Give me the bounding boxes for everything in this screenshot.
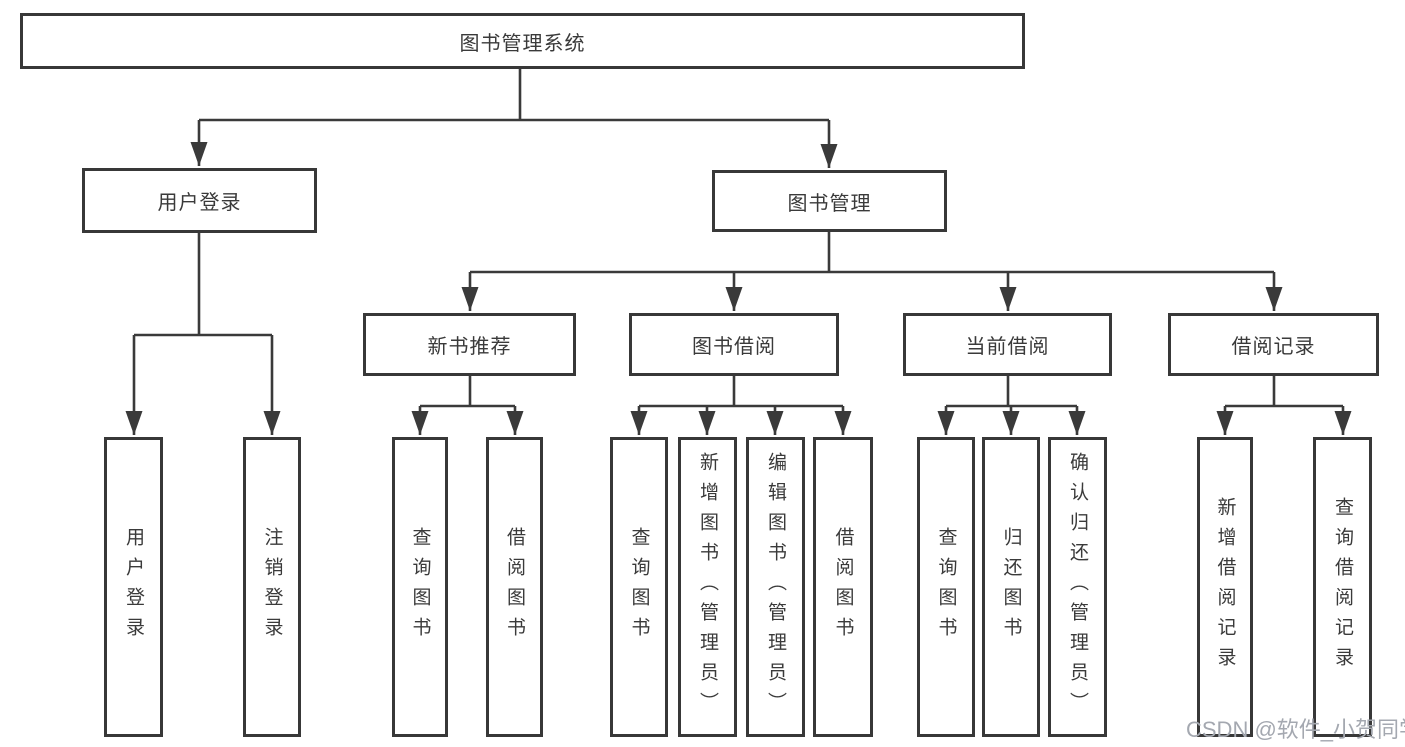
leaf-label: 编辑图书（管理员） — [765, 452, 786, 722]
node-user-login: 用户登录 — [82, 168, 317, 233]
leaf-label: 查询图书 — [628, 527, 650, 647]
node-label: 图书借阅 — [692, 336, 776, 358]
leaf-logout: 注销登录 — [243, 437, 301, 737]
leaf-label: 新增图书（管理员） — [697, 452, 718, 722]
node-label: 新书推荐 — [427, 336, 512, 358]
node-label: 当前借阅 — [965, 336, 1050, 358]
leaf-label: 用户登录 — [123, 527, 144, 647]
leaf-borrow-books: 借阅图书 — [813, 437, 873, 737]
leaf-query-books-current: 查询图书 — [917, 437, 975, 737]
leaf-confirm-return-admin: 确认归还（管理员） — [1048, 437, 1107, 737]
leaf-borrow-books-recommend: 借阅图书 — [486, 437, 543, 737]
leaf-add-books-admin: 新增图书（管理员） — [678, 437, 737, 737]
leaf-label: 查询图书 — [409, 527, 431, 647]
leaf-label: 注销登录 — [261, 527, 283, 647]
node-borrow-records: 借阅记录 — [1168, 313, 1379, 376]
node-label: 图书管理系统 — [459, 32, 586, 55]
node-book-borrow: 图书借阅 — [629, 313, 839, 376]
leaf-query-books-borrow: 查询图书 — [610, 437, 668, 737]
node-label: 图书管理 — [787, 192, 872, 215]
leaf-label: 借阅图书 — [832, 527, 854, 647]
leaf-return-books: 归还图书 — [982, 437, 1040, 737]
leaf-label: 归还图书 — [1000, 527, 1022, 647]
node-label: 用户登录 — [157, 192, 242, 214]
node-new-book-recommend: 新书推荐 — [363, 313, 576, 376]
leaf-user-login: 用户登录 — [104, 437, 163, 737]
csdn-watermark: CSDN @软件_小贺同学 — [1186, 717, 1405, 742]
leaf-add-borrow-record: 新增借阅记录 — [1197, 437, 1253, 737]
leaf-query-borrow-record: 查询借阅记录 — [1313, 437, 1372, 737]
leaf-label: 借阅图书 — [504, 527, 525, 647]
leaf-query-books-recommend: 查询图书 — [392, 437, 448, 737]
leaf-label: 查询图书 — [935, 527, 957, 647]
node-library-system: 图书管理系统 — [20, 13, 1025, 69]
leaf-label: 查询借阅记录 — [1332, 497, 1353, 677]
leaf-label: 确认归还（管理员） — [1067, 452, 1088, 722]
node-book-management: 图书管理 — [712, 170, 947, 232]
leaf-edit-books-admin: 编辑图书（管理员） — [746, 437, 805, 737]
node-current-borrow: 当前借阅 — [903, 313, 1112, 376]
leaf-label: 新增借阅记录 — [1214, 497, 1236, 677]
node-label: 借阅记录 — [1231, 336, 1316, 358]
